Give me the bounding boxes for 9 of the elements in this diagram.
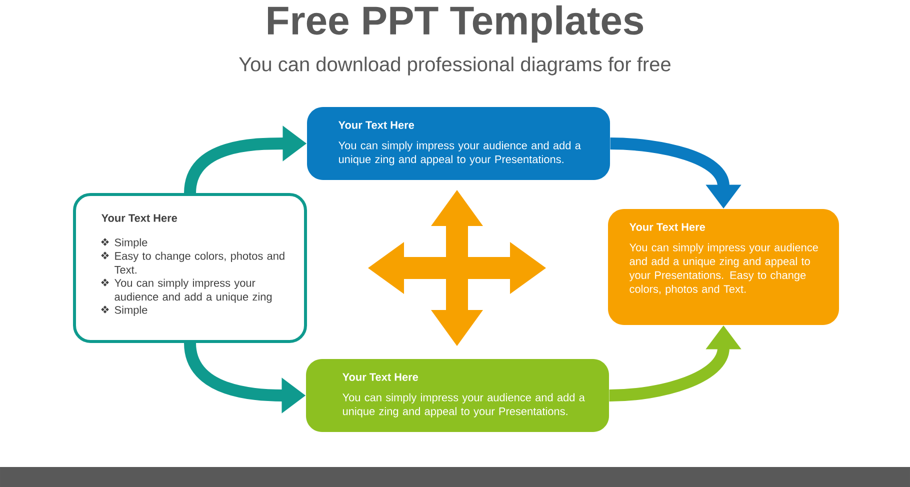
subtitle: You can download professional diagrams for free (239, 56, 670, 76)
bullet-text: Simple (114, 306, 148, 316)
body-text: You can simply impress your audience and add a unique zing and appeal to your Presentations. (338, 141, 581, 166)
title: Free PPT Templates (268, 5, 644, 43)
bullet-text: You can simply impress your audience and add a unique zing (114, 278, 272, 303)
body-text: You can simply impress your audience and add a unique zing and appeal to your Presentations. (342, 393, 585, 418)
bullet-text: Simple (114, 238, 148, 248)
body-text: You can simply impress your audience and add a unique zing and appeal to your Presentations. Easy to change colors, photos and Text. (629, 243, 818, 296)
bullet-text: Easy to change colors, photos and Text. (114, 252, 284, 274)
